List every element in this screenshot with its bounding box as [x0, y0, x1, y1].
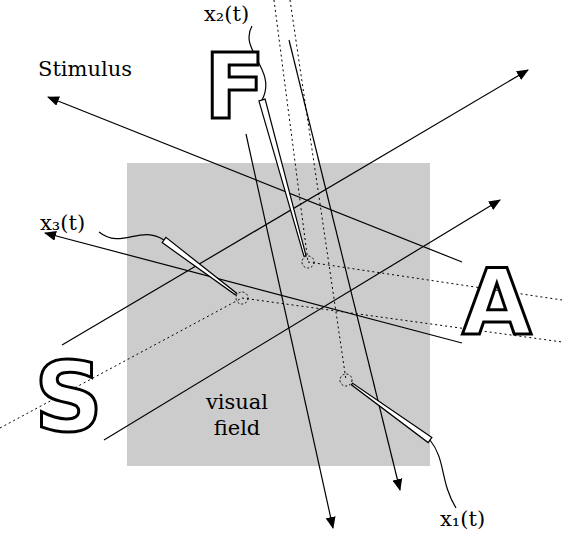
recording-site — [236, 292, 248, 304]
electrode-pipette — [259, 99, 306, 256]
signal-name: x₃(t) — [40, 212, 85, 235]
electrode-wire — [99, 232, 164, 240]
projection-beams — [45, 40, 528, 528]
electrode-pipette — [162, 237, 237, 294]
recording-site — [340, 374, 352, 386]
stimulus-letter: F — [204, 42, 265, 132]
visual-field: visual field — [127, 163, 430, 466]
electrode-wire — [430, 440, 456, 508]
signal-name: x₁(t) — [440, 508, 485, 531]
electrodes — [99, 26, 456, 508]
electrode-pipette — [351, 383, 432, 442]
recording-site — [302, 256, 314, 268]
signal-name: x₂(t) — [204, 3, 249, 26]
region-label: visual field — [189, 389, 285, 442]
visual-field-square — [127, 163, 430, 466]
stimulus-letter: A — [462, 258, 532, 348]
stimulus-title: Stimulus — [38, 58, 132, 81]
stimulus-letter: S — [34, 350, 103, 446]
